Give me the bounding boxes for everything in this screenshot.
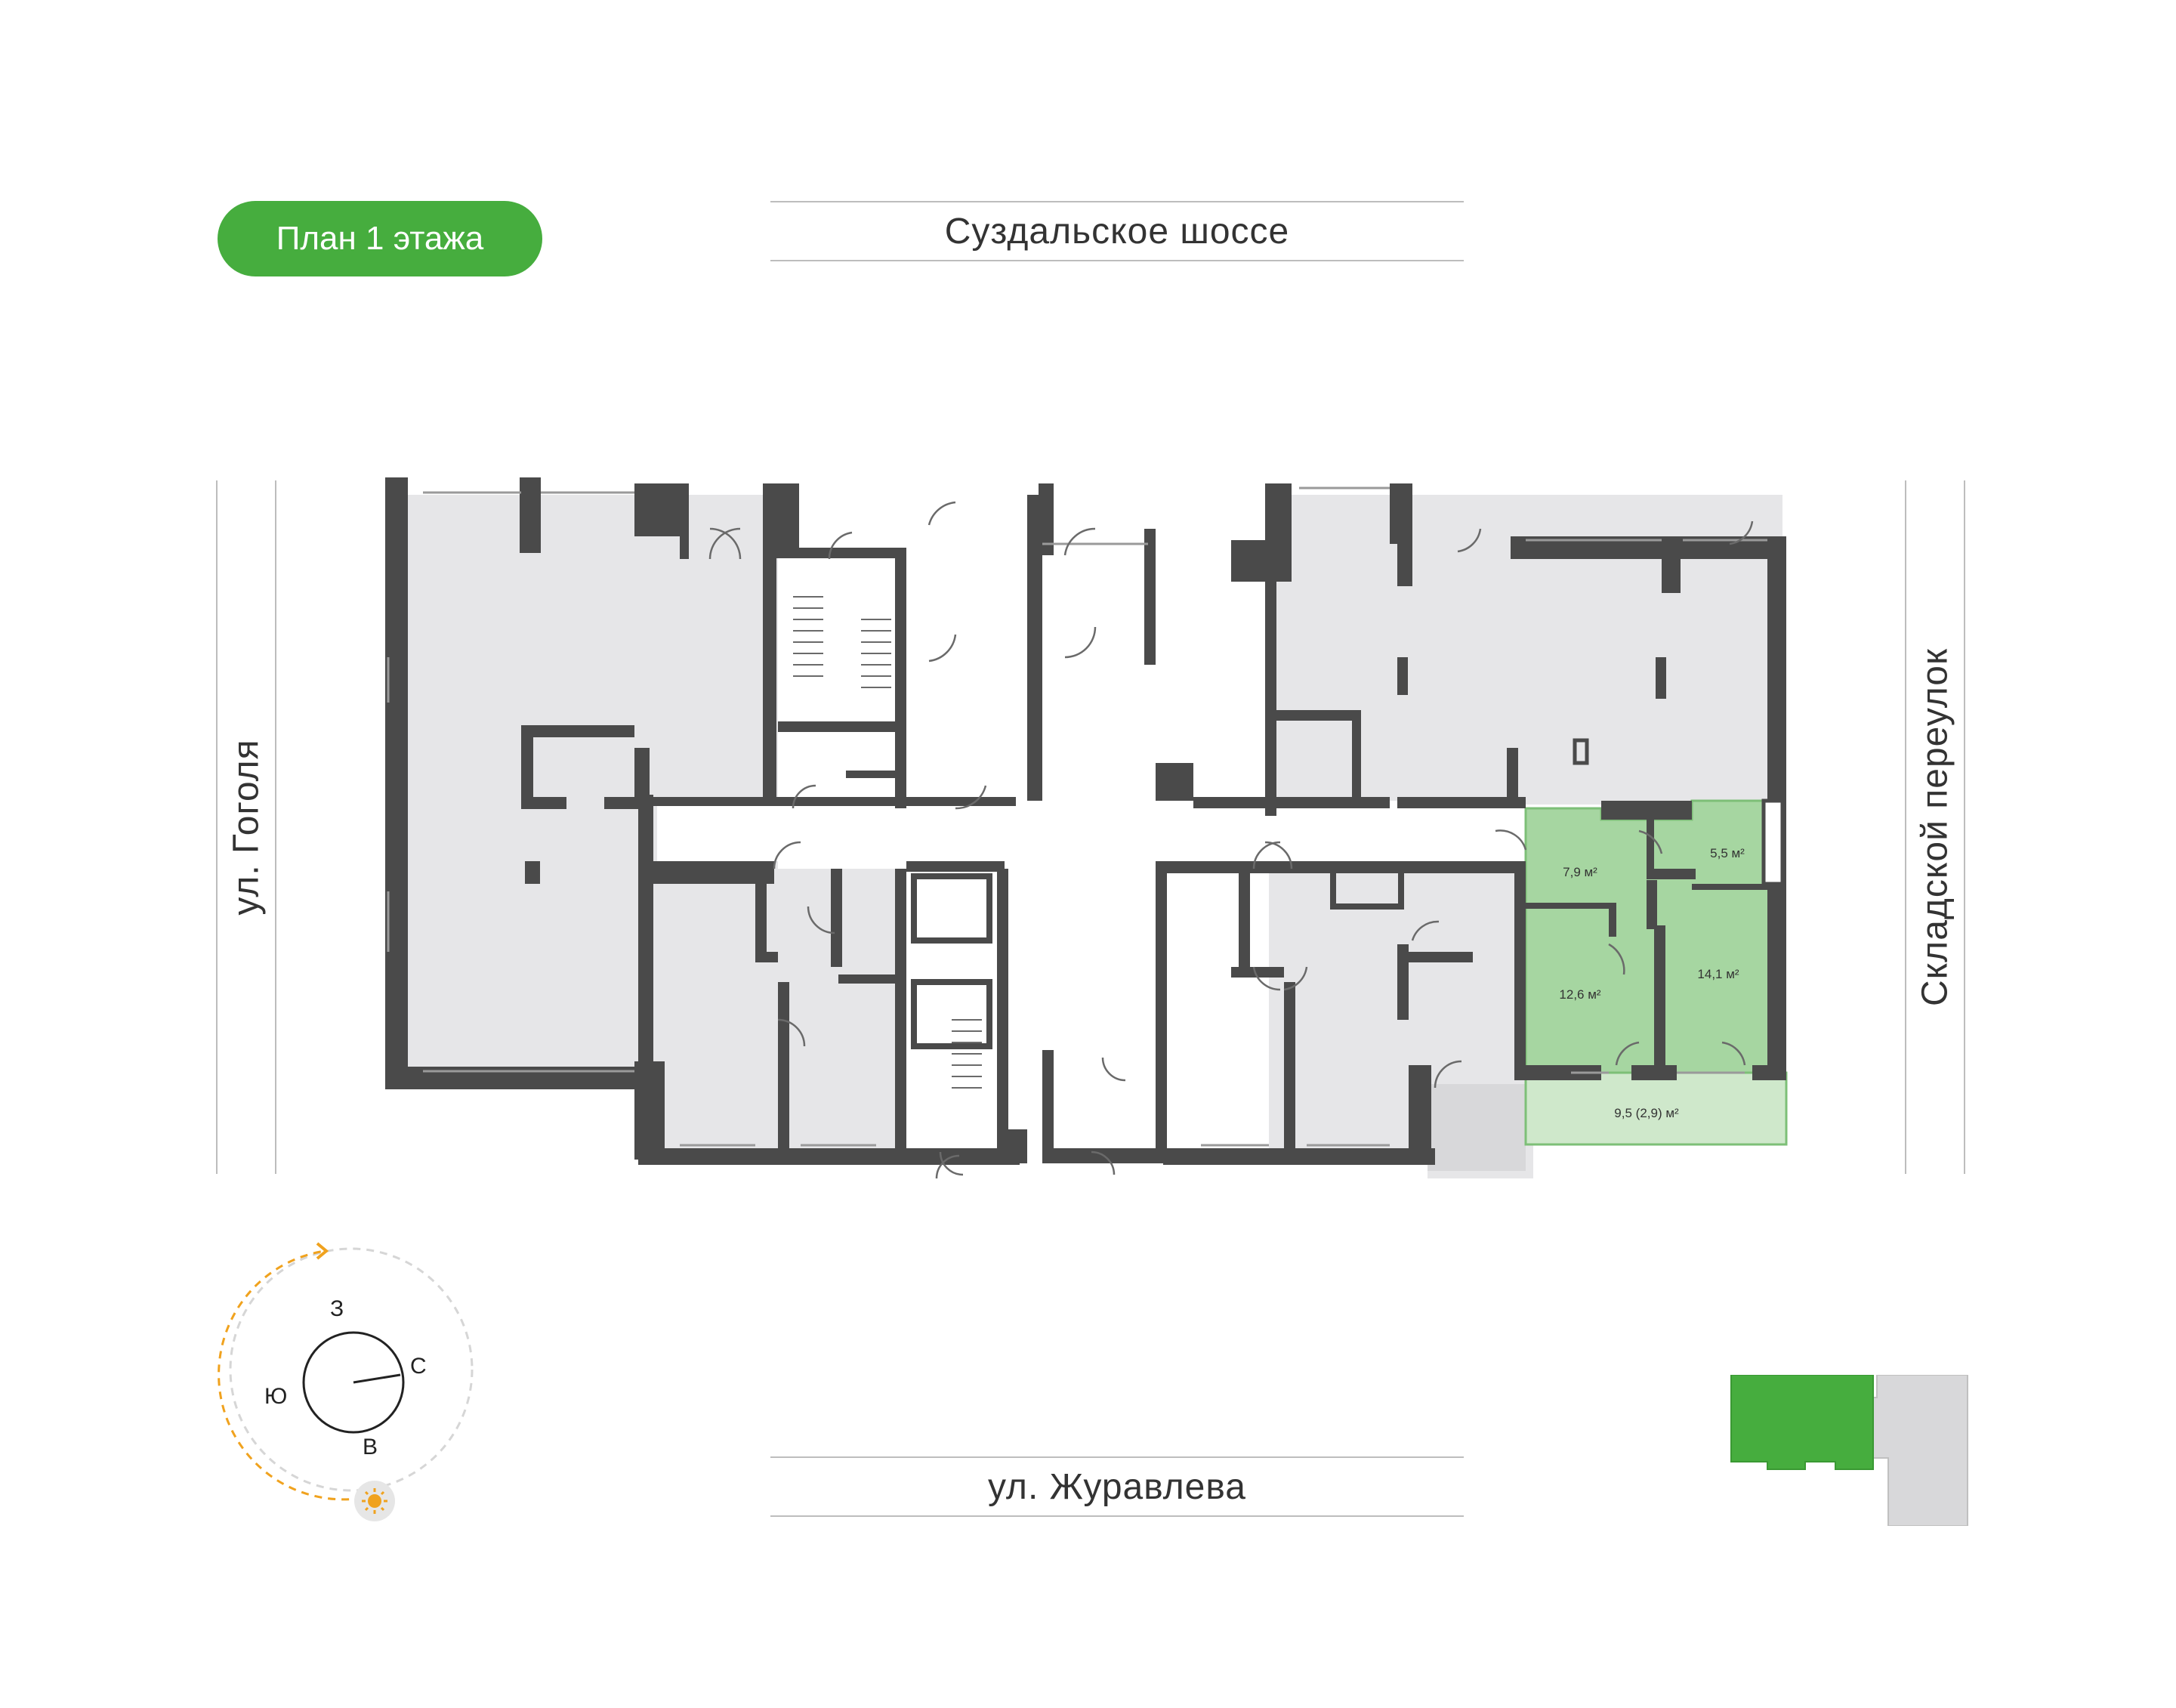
compass-west: З	[330, 1296, 344, 1321]
sun-arrow-head	[316, 1242, 329, 1260]
street-top-label: Суздальское шоссе	[944, 211, 1290, 252]
street-top: Суздальское шоссе	[770, 201, 1464, 261]
doors	[708, 501, 1754, 1179]
compass-needle	[353, 1373, 401, 1384]
windows	[387, 486, 1767, 1147]
compass-north: С	[410, 1354, 427, 1379]
room-area-kitchen: 12,6 м²	[1559, 987, 1600, 1002]
street-left: ул. Гоголя	[216, 480, 276, 1174]
room-area-terrace: 9,5 (2,9) м²	[1614, 1106, 1679, 1120]
floor-label: План 1 этажа	[276, 220, 484, 257]
walls	[385, 477, 1786, 1165]
street-right: Складской переулок	[1905, 480, 1965, 1174]
sun-arrow	[218, 1249, 363, 1501]
floor-label-badge: План 1 этажа	[218, 201, 542, 276]
site-building-current[interactable]	[1730, 1375, 1874, 1470]
sun-path	[229, 1247, 474, 1492]
stairs	[793, 596, 982, 1089]
room-labels: 7,9 м² 5,5 м² 12,6 м² 14,1 м² 9,5 (2,9) …	[1559, 846, 1745, 1120]
room-area-bathroom: 5,5 м²	[1710, 846, 1745, 860]
room-area-hall: 7,9 м²	[1563, 865, 1597, 879]
compass-south: Ю	[264, 1384, 287, 1409]
street-bottom-label: ул. Журавлева	[987, 1466, 1246, 1507]
sun-icon	[354, 1481, 395, 1521]
room-area-bedroom: 14,1 м²	[1697, 967, 1739, 981]
compass: З С Ю В	[218, 1242, 474, 1521]
site-building-other	[1872, 1375, 1968, 1526]
site-key-plan	[1730, 1375, 1968, 1526]
street-bottom: ул. Журавлева	[770, 1456, 1464, 1517]
compass-east: В	[363, 1435, 378, 1459]
